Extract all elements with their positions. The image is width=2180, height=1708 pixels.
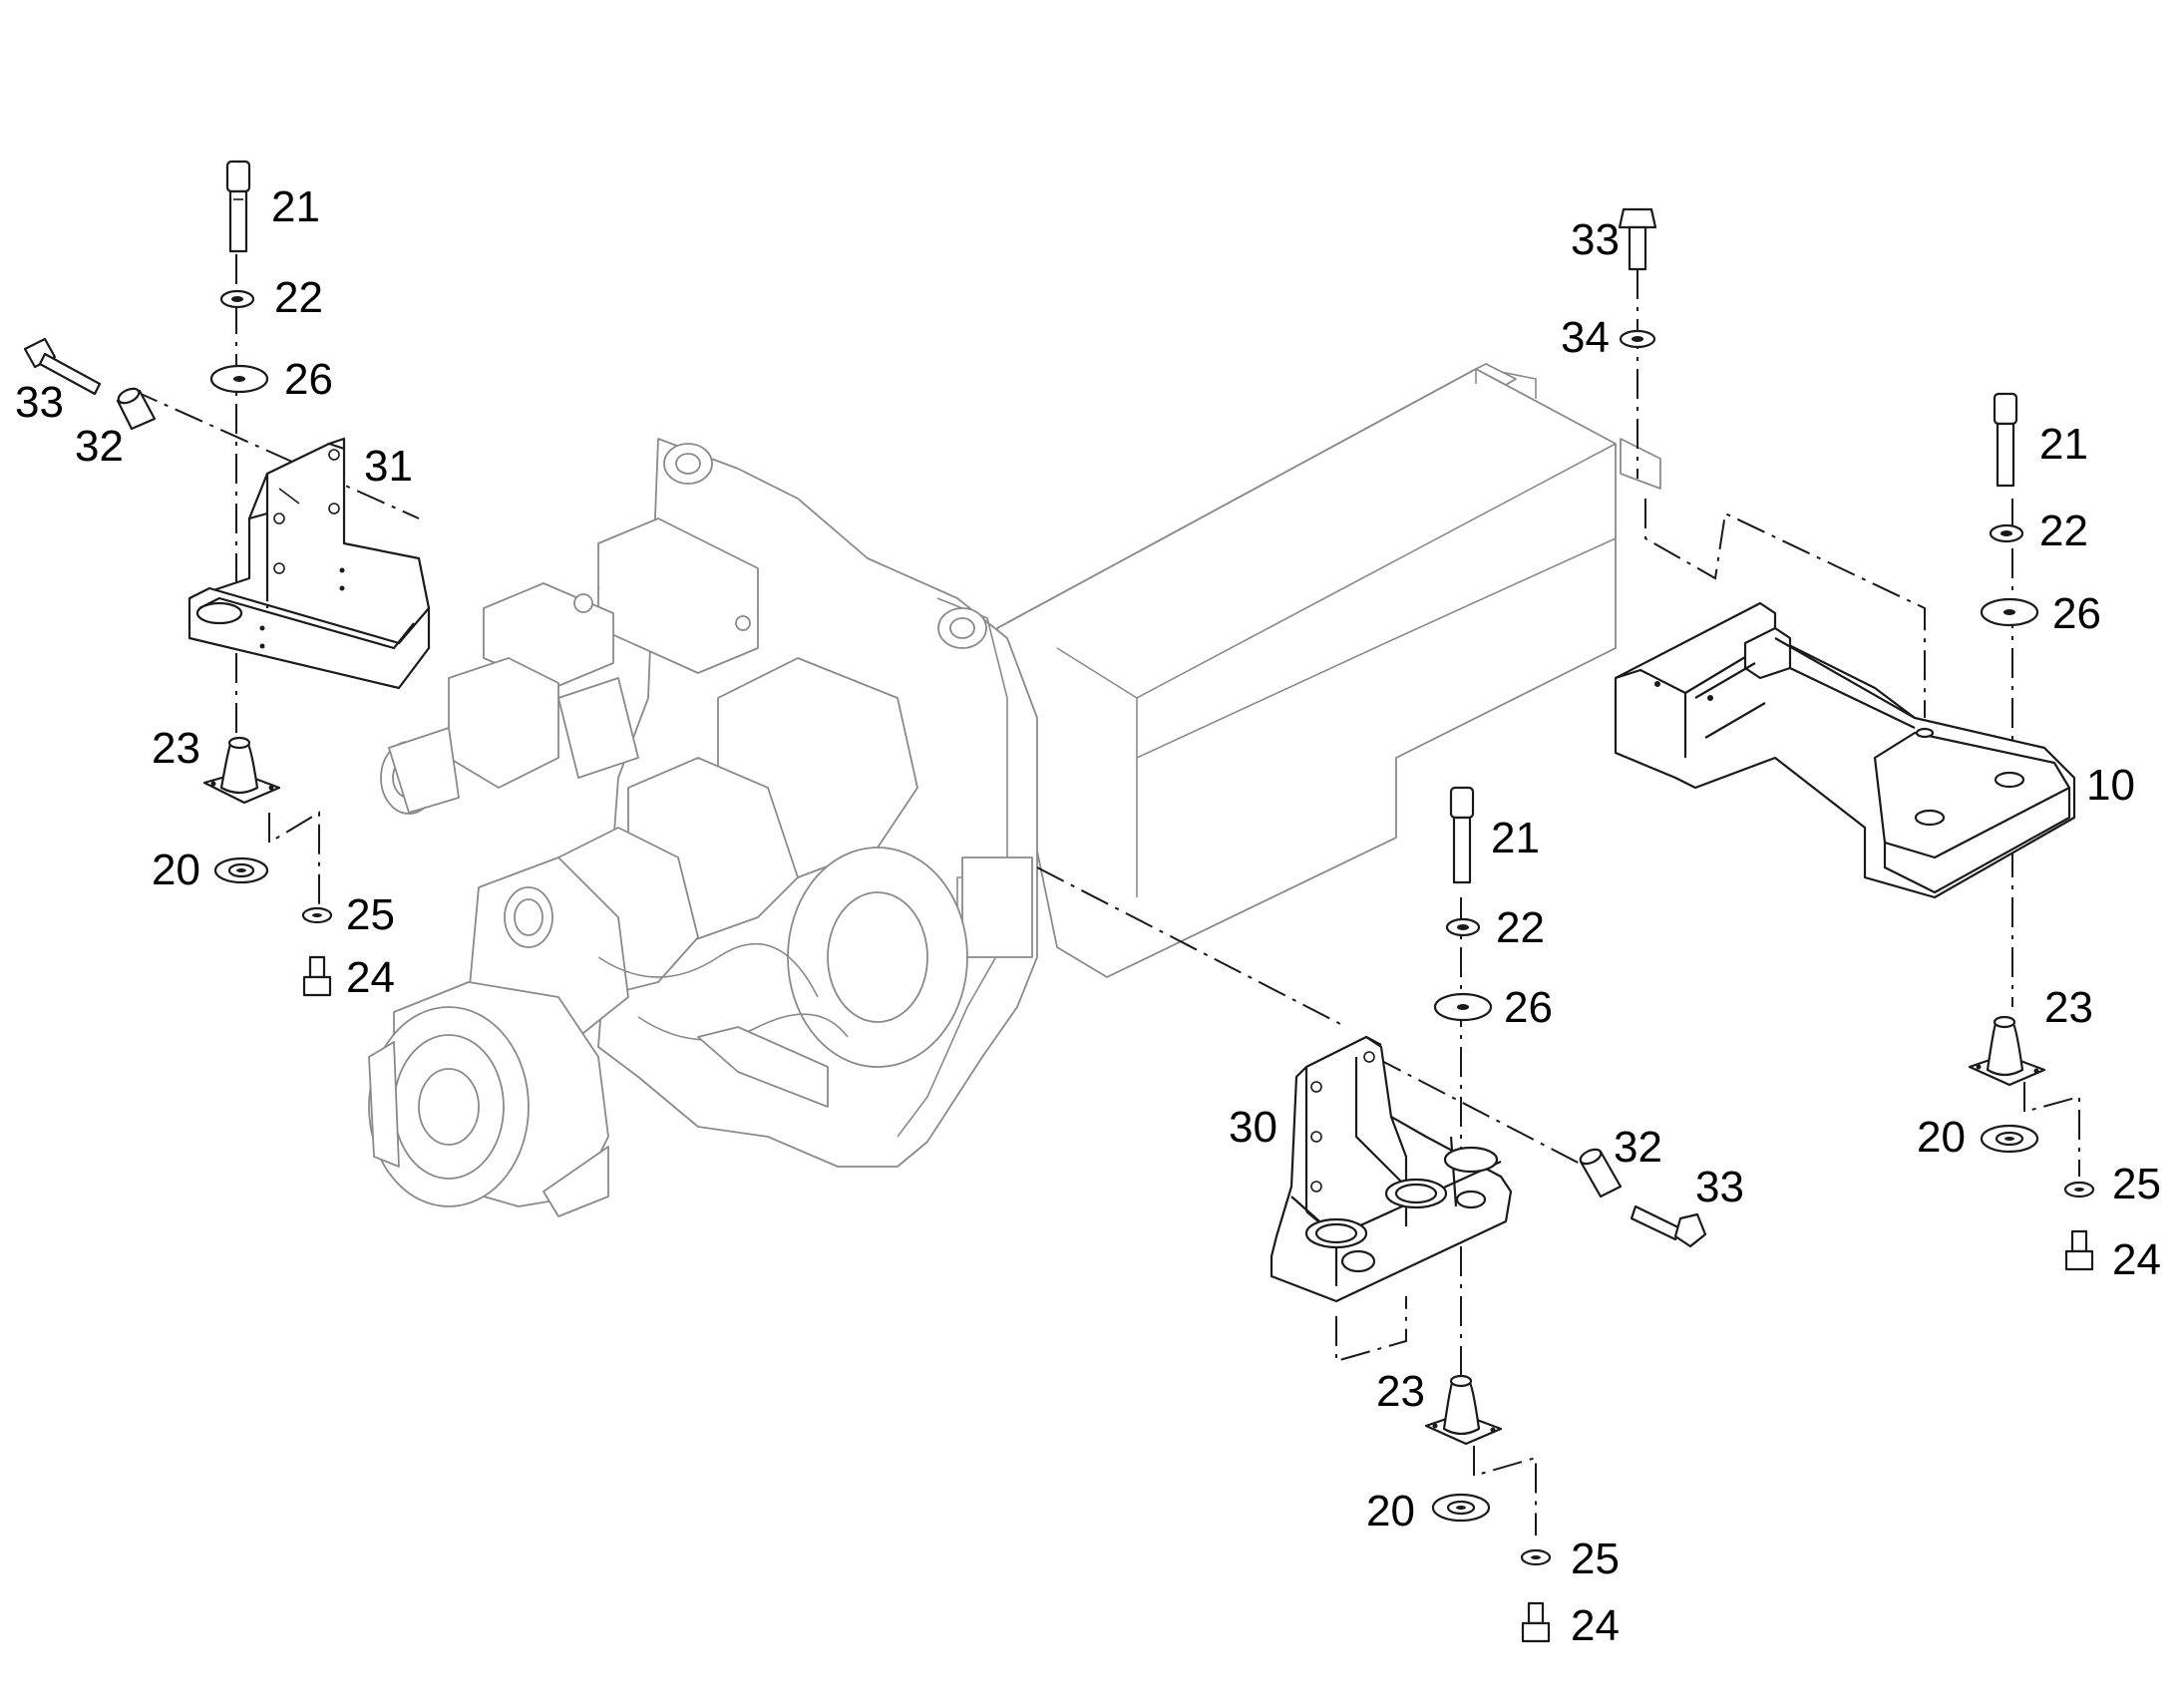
- callout-20: 20: [1917, 1113, 1966, 1162]
- housing-box: [996, 363, 1661, 978]
- washer-20-center: [1431, 1493, 1491, 1523]
- bolt-33-left: [23, 337, 102, 396]
- washer-26-right: [1980, 597, 2039, 627]
- callout-24: 24: [1571, 1601, 1620, 1650]
- isolator-23-left: [202, 736, 281, 805]
- callout-22: 22: [1496, 903, 1545, 952]
- bolt-24-left: [302, 955, 332, 997]
- bolt-21-right: [1993, 392, 2018, 488]
- top-bolt-group: [1618, 207, 1657, 349]
- pump-assembly: [468, 657, 968, 1068]
- callout-25: 25: [1571, 1535, 1620, 1583]
- left-mount-group: [23, 160, 431, 997]
- washer-34: [1619, 329, 1656, 349]
- bolt-33-top: [1618, 207, 1657, 271]
- callout-20: 20: [1366, 1487, 1415, 1536]
- bracket-30: [1270, 1035, 1513, 1303]
- washer-25-center: [1520, 1548, 1552, 1566]
- callout-31: 31: [364, 442, 413, 491]
- callout-22: 22: [2039, 507, 2088, 555]
- bracket-31: [187, 437, 431, 690]
- callout-33: 33: [15, 378, 64, 427]
- washer-20-left: [213, 856, 269, 884]
- callout-21: 21: [271, 182, 320, 231]
- bolt-21-center: [1449, 786, 1475, 884]
- callout-23: 23: [1376, 1367, 1425, 1416]
- bolt-24-right: [2064, 1229, 2094, 1271]
- callout-23: 23: [152, 724, 200, 773]
- callout-26: 26: [284, 355, 333, 404]
- callout-20: 20: [152, 846, 200, 894]
- callout-25: 25: [2112, 1160, 2161, 1208]
- callout-34: 34: [1561, 313, 1610, 362]
- callout-labels: 21 22 26 33 32 31 23 20 25 24 33 34 21 2…: [15, 182, 2161, 1650]
- right-mount-group: [1614, 392, 2095, 1271]
- center-mount-group: [1270, 786, 1707, 1643]
- isolator-23-center: [1424, 1374, 1503, 1446]
- transmission-assembly: [368, 363, 1661, 1217]
- isolator-23-right: [1968, 1015, 2046, 1087]
- spacer-32-left: [116, 387, 157, 431]
- callout-25: 25: [346, 890, 395, 939]
- washer-22-left: [219, 289, 255, 309]
- callout-24: 24: [346, 953, 395, 1002]
- callout-32: 32: [1614, 1123, 1662, 1172]
- spacer-32-center: [1579, 1148, 1623, 1198]
- callout-32: 32: [75, 422, 124, 471]
- washer-20-right: [1980, 1124, 2039, 1154]
- washer-25-right: [2063, 1181, 2095, 1198]
- bolt-24-center: [1521, 1601, 1551, 1643]
- washer-25-left: [301, 906, 333, 924]
- callout-21: 21: [2039, 420, 2088, 469]
- bracket-10: [1614, 601, 2076, 899]
- callout-10: 10: [2086, 761, 2135, 810]
- callout-26: 26: [1504, 983, 1553, 1032]
- washer-22-right: [1989, 523, 2024, 543]
- callout-21: 21: [1491, 814, 1540, 862]
- callout-26: 26: [2052, 589, 2101, 638]
- washer-26-left: [209, 364, 269, 394]
- washer-22-center: [1445, 917, 1481, 937]
- bolt-33-center: [1630, 1204, 1707, 1248]
- callout-22: 22: [274, 273, 323, 322]
- callout-33: 33: [1571, 215, 1620, 264]
- callout-33: 33: [1695, 1163, 1744, 1211]
- bolt-21-left: [225, 160, 251, 253]
- valve-block: [380, 517, 759, 815]
- washer-26-center: [1433, 992, 1493, 1022]
- callout-23: 23: [2044, 983, 2093, 1032]
- callout-30: 30: [1229, 1103, 1277, 1152]
- callout-24: 24: [2112, 1235, 2161, 1284]
- drive-motor: [368, 981, 829, 1217]
